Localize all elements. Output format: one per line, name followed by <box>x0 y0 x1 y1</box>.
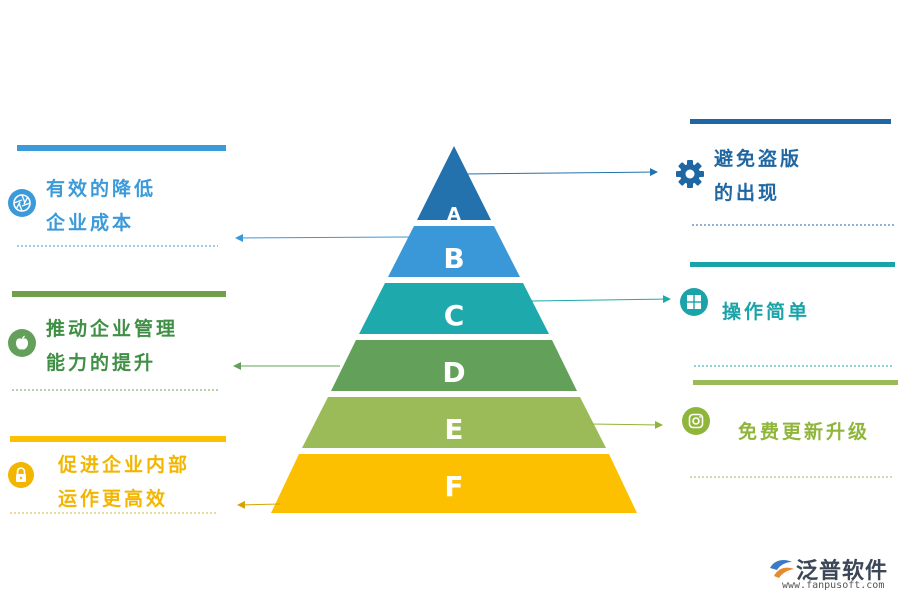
left-text-1: 有效的降低 企业成本 <box>46 172 156 240</box>
left-text-1-line1: 有效的降低 <box>46 178 157 200</box>
pyramid-label-f: F <box>444 470 464 503</box>
instagram-icon <box>682 407 710 435</box>
pyramid-label-b: B <box>443 242 465 275</box>
arrow-f-left <box>237 500 281 509</box>
logo-icon <box>768 556 796 580</box>
right-text-3: 免费更新升级 <box>738 415 870 449</box>
pyramid-level-e <box>302 397 606 448</box>
right-text-1-line1: 避免盗版 <box>714 148 803 170</box>
arrow-c-right <box>531 295 671 304</box>
pyramid-level-b <box>388 226 520 277</box>
pyramid-level-d <box>331 340 577 391</box>
pyramid-label-e: E <box>444 413 464 446</box>
pyramid-level-f <box>271 454 637 513</box>
left-text-1-line2: 企业成本 <box>46 212 135 234</box>
pyramid-label-d: D <box>442 356 466 389</box>
apple-icon <box>8 329 36 357</box>
windows-icon <box>680 288 708 316</box>
right-bar-3 <box>693 380 898 385</box>
left-bar-3 <box>10 436 226 442</box>
right-text-1-line2: 的出现 <box>714 182 781 204</box>
left-bar-1 <box>17 145 226 151</box>
left-text-3-line2: 运作更高效 <box>58 488 169 510</box>
left-text-2-line2: 能力的提升 <box>46 352 157 374</box>
logo-url: www.fanpusoft.com <box>782 580 885 591</box>
pyramid-label-a: A <box>447 204 461 225</box>
arrow-a-right <box>465 168 658 177</box>
logo-name: 泛普软件 <box>796 559 889 584</box>
right-text-1: 避免盗版 的出现 <box>714 142 802 210</box>
left-text-2-line1: 推动企业管理 <box>46 318 179 340</box>
right-text-3-line1: 免费更新升级 <box>738 421 871 443</box>
arrow-e-right <box>589 420 663 429</box>
lock-icon <box>8 462 34 488</box>
pyramid-level-a <box>417 146 491 220</box>
left-text-2: 推动企业管理 能力的提升 <box>46 312 178 380</box>
left-bar-2 <box>12 291 226 297</box>
pyramid-level-c <box>359 283 549 334</box>
left-text-3-line1: 促进企业内部 <box>58 454 191 476</box>
gear-icon <box>674 158 706 190</box>
arrow-b-left <box>235 233 411 242</box>
right-text-2-line1: 操作简单 <box>722 301 811 323</box>
right-text-2: 操作简单 <box>722 295 810 329</box>
right-bar-2 <box>690 262 895 267</box>
pyramid-label-c: C <box>443 299 465 332</box>
aperture-icon <box>8 189 36 217</box>
right-bar-1 <box>690 119 891 124</box>
left-text-3: 促进企业内部 运作更高效 <box>58 448 190 516</box>
